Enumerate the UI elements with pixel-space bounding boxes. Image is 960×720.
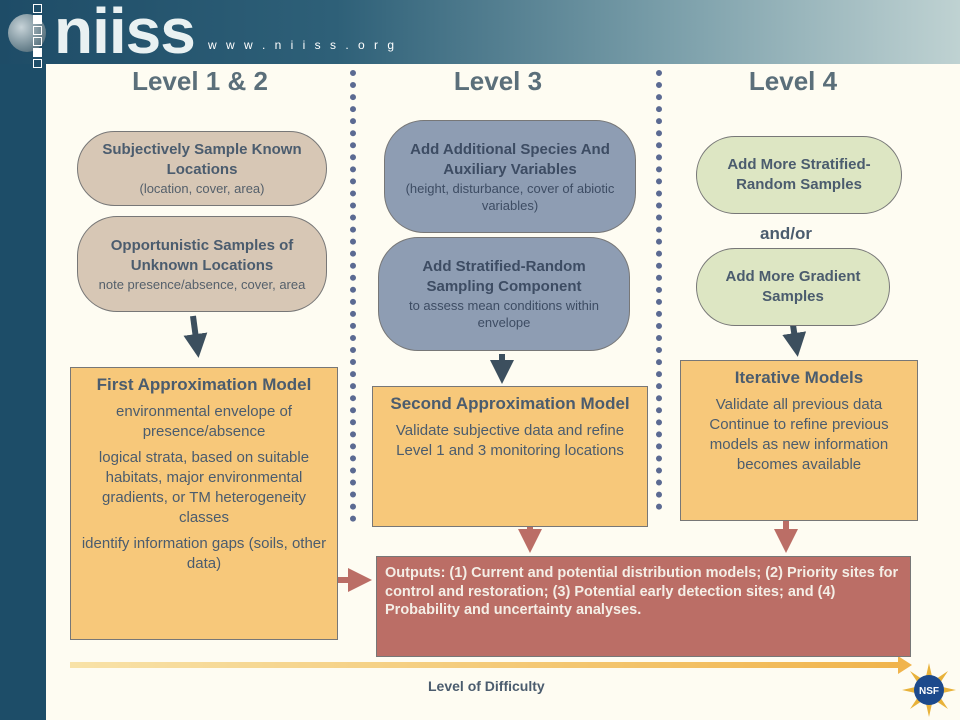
first-approximation-model: First Approximation Model environmental …	[70, 367, 338, 640]
model-point: logical strata, based on suitable habita…	[98, 449, 310, 526]
level-3-header: Level 3	[453, 66, 543, 96]
iterative-models: Iterative Models Validate all previous d…	[680, 360, 918, 521]
node-detail: note presence/absence, cover, area	[98, 276, 306, 292]
model-point: identify information gaps (soils, other …	[81, 535, 327, 572]
model-point: environmental envelope of presence/absen…	[116, 403, 292, 440]
node-title: Add More Gradient Samples	[725, 268, 861, 305]
second-approximation-model: Second Approximation Model Validate subj…	[372, 386, 648, 527]
left-band	[0, 0, 46, 720]
node-detail: (location, cover, area)	[139, 181, 265, 196]
and-or-connector: and/or	[760, 224, 812, 243]
more-gradient-node: Add More Gradient Samples	[696, 248, 890, 326]
node-title: Subjectively Sample Known Locations	[102, 141, 302, 178]
node-title: Add Additional Species And Auxiliary Var…	[410, 140, 610, 178]
node-title: Opportunistic Samples of Unknown Locatio…	[110, 236, 294, 274]
opportunistic-sample-node: Opportunistic Samples of Unknown Locatio…	[77, 216, 327, 312]
subjective-sample-node: Subjectively Sample Known Locations (loc…	[77, 131, 327, 206]
logo-squares-icon	[33, 4, 47, 76]
nsf-badge-icon: NSF	[902, 663, 956, 717]
model-text: Validate subjective data and refine Leve…	[395, 422, 625, 459]
model-title: Iterative Models	[734, 368, 864, 387]
node-title: Add Stratified-Random Sampling Component	[422, 258, 586, 295]
node-detail: to assess mean conditions within envelop…	[408, 298, 600, 330]
node-detail: (height, disturbance, cover of abiotic v…	[405, 180, 615, 213]
level-4-header: Level 4	[748, 66, 838, 96]
model-text: Validate all previous data Continue to r…	[709, 396, 889, 473]
model-title: Second Approximation Model	[390, 394, 630, 413]
level-of-difficulty-label: Level of Difficulty	[428, 678, 545, 694]
additional-species-node: Add Additional Species And Auxiliary Var…	[384, 120, 636, 233]
header-banner	[0, 0, 960, 64]
level-1-2-header: Level 1 & 2	[132, 66, 268, 96]
nsf-badge-label: NSF	[919, 686, 939, 697]
logo-url: w w w . n i i s s . o r g	[208, 38, 398, 52]
model-title: First Approximation Model	[96, 375, 312, 394]
arrow-level1-down	[183, 315, 208, 358]
divider-left	[350, 70, 362, 522]
logo-wordmark: niiss	[54, 0, 196, 67]
stratified-random-node: Add Stratified-Random Sampling Component…	[378, 237, 630, 351]
outputs-box: Outputs: (1) Current and potential distr…	[376, 556, 911, 657]
more-stratified-node: Add More Stratified-Random Samples	[696, 136, 902, 214]
divider-right	[656, 70, 668, 510]
arrow-level4-down	[782, 324, 807, 357]
difficulty-arrow	[70, 656, 912, 674]
node-title: Add More Stratified-Random Samples	[727, 156, 871, 193]
